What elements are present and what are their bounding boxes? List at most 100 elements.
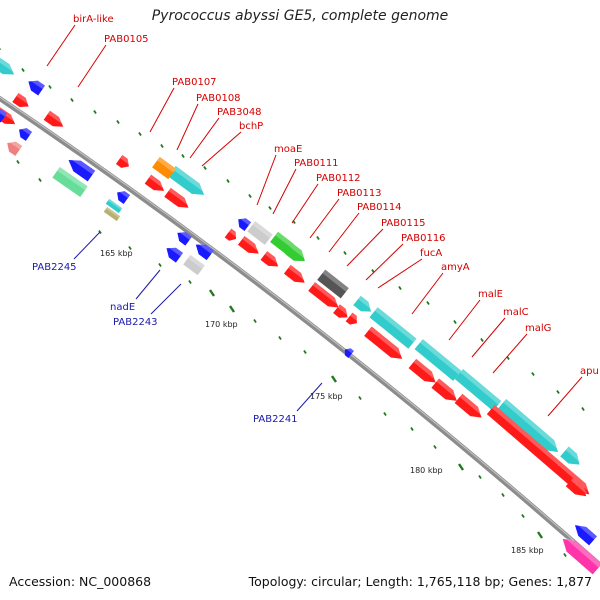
cds-orange bbox=[152, 156, 176, 180]
scale-tick bbox=[229, 305, 235, 313]
tick-marks bbox=[0, 47, 585, 557]
gene-label-pab2243[interactable]: PAB2243 bbox=[113, 317, 158, 328]
scale-tick bbox=[268, 206, 272, 210]
gene-label-pab0105[interactable]: PAB0105 bbox=[104, 34, 149, 45]
callout-line bbox=[365, 243, 404, 281]
cds-red bbox=[224, 228, 237, 241]
callout-line bbox=[328, 212, 360, 253]
scale-tick bbox=[116, 120, 120, 124]
cds-red bbox=[565, 477, 588, 497]
scale-tick bbox=[316, 236, 320, 240]
cds-red bbox=[283, 264, 306, 283]
callout-line bbox=[471, 317, 506, 358]
scale-tick bbox=[433, 445, 437, 449]
scale-tick bbox=[480, 338, 484, 342]
cds-cyan bbox=[454, 368, 502, 412]
gene-label-malg[interactable]: malG bbox=[525, 323, 551, 334]
topology-text: Topology: circular; Length: 1,765,118 bp… bbox=[248, 574, 592, 589]
cds-green bbox=[285, 243, 307, 262]
callout-line bbox=[377, 258, 423, 289]
scale-tick bbox=[478, 475, 482, 479]
cds-red bbox=[237, 235, 260, 254]
gene-label-apu[interactable]: apu bbox=[580, 366, 599, 377]
scale-tick bbox=[48, 85, 52, 89]
gene-label-pab0108[interactable]: PAB0108 bbox=[196, 93, 241, 104]
gene-label-pab0116[interactable]: PAB0116 bbox=[401, 233, 446, 244]
cds-red bbox=[345, 312, 358, 325]
cds-blue bbox=[166, 246, 183, 263]
callout-line bbox=[149, 87, 175, 133]
gene-label-moae[interactable]: moaE bbox=[274, 144, 302, 155]
map-title: Pyrococcus abyssi GE5, complete genome bbox=[151, 8, 449, 24]
scale-tick bbox=[410, 427, 414, 431]
cds-grey bbox=[247, 221, 273, 245]
scale-tick bbox=[248, 194, 252, 198]
cds-blue bbox=[195, 243, 214, 261]
cds-pink bbox=[7, 141, 23, 156]
scale-tick bbox=[303, 350, 307, 354]
gene-label-pab0111[interactable]: PAB0111 bbox=[294, 158, 339, 169]
scale-tick bbox=[21, 68, 25, 72]
scale-tick bbox=[138, 132, 142, 136]
gene-label-bchp[interactable]: bchP bbox=[239, 121, 263, 132]
cds-red bbox=[454, 393, 483, 418]
gene-label-male[interactable]: malE bbox=[478, 289, 503, 300]
scale-tick bbox=[160, 144, 164, 148]
cds-blue bbox=[344, 348, 354, 359]
cds-red bbox=[43, 110, 65, 127]
cds-red bbox=[164, 187, 190, 208]
callout-line bbox=[291, 183, 319, 224]
cds-blue bbox=[0, 108, 7, 123]
gene-label-amya[interactable]: amyA bbox=[441, 262, 470, 273]
callout-line bbox=[46, 24, 76, 67]
callout-line bbox=[272, 168, 297, 215]
tick-label: 175 kbp bbox=[310, 392, 343, 401]
scale-tick bbox=[426, 301, 430, 305]
gene-label-malc[interactable]: malC bbox=[503, 307, 529, 318]
scale-tick bbox=[398, 286, 402, 290]
gene-label-pab0107[interactable]: PAB0107 bbox=[172, 77, 217, 88]
callout-line bbox=[309, 198, 340, 239]
gene-label-pab0115[interactable]: PAB0115 bbox=[381, 218, 426, 229]
scale-tick bbox=[278, 336, 282, 340]
gene-label-pab0112[interactable]: PAB0112 bbox=[316, 173, 361, 184]
gene-label-nade[interactable]: nadE bbox=[110, 302, 135, 313]
callout-line bbox=[189, 117, 220, 159]
scale-tick bbox=[38, 178, 42, 182]
gene-label-pab0114[interactable]: PAB0114 bbox=[357, 202, 402, 213]
cds-magenta bbox=[562, 537, 600, 575]
scale-tick bbox=[253, 319, 257, 323]
callout-line bbox=[256, 154, 277, 206]
callout-line bbox=[135, 269, 161, 300]
cds-cyan bbox=[0, 50, 16, 75]
callout-line bbox=[73, 231, 101, 260]
callout-line bbox=[448, 299, 481, 341]
cds-red bbox=[308, 282, 340, 308]
callout-line bbox=[547, 376, 583, 417]
scale-tick bbox=[181, 154, 185, 158]
gene-label-fuca[interactable]: fucA bbox=[420, 248, 442, 259]
gene-label-bira-like[interactable]: birA-like bbox=[73, 14, 114, 25]
cds-red bbox=[115, 155, 130, 168]
callout-line bbox=[201, 131, 242, 167]
gene-label-pab3048[interactable]: PAB3048 bbox=[217, 107, 262, 118]
cds-cyan bbox=[414, 339, 462, 381]
callout-line bbox=[346, 228, 384, 267]
cds-red bbox=[144, 174, 166, 191]
gene-label-pab2245[interactable]: PAB2245 bbox=[32, 262, 77, 273]
gene-label-pab2241[interactable]: PAB2241 bbox=[253, 414, 298, 425]
cds-cyan bbox=[369, 307, 417, 349]
cds-cyan bbox=[497, 398, 560, 453]
scale-tick bbox=[203, 166, 207, 170]
cds-red bbox=[260, 251, 280, 267]
cds-blue bbox=[177, 231, 192, 246]
cds-red bbox=[333, 304, 349, 318]
gene-label-pab0113[interactable]: PAB0113 bbox=[337, 188, 382, 199]
tick-label: 170 kbp bbox=[205, 320, 238, 329]
scale-tick bbox=[209, 289, 215, 297]
cds-blue bbox=[574, 523, 597, 546]
scale-tick bbox=[531, 372, 535, 376]
scale-tick bbox=[581, 407, 585, 411]
